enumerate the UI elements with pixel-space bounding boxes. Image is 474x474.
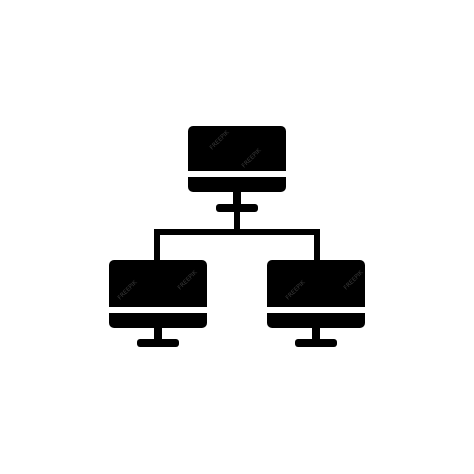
top-monitor-base [216, 204, 258, 212]
bottom-right-monitor-screen-stripe [267, 307, 365, 313]
top-monitor-neck [233, 192, 241, 204]
bottom-right-monitor-neck [312, 328, 320, 340]
top-monitor-screen-stripe [188, 171, 286, 177]
bottom-right-monitor-icon [267, 260, 365, 347]
bottom-left-monitor-neck [154, 328, 162, 340]
horizontal-connector [154, 229, 320, 235]
center-vertical-connector [234, 210, 240, 234]
right-vertical-connector [314, 229, 320, 261]
left-vertical-connector [154, 229, 160, 261]
top-monitor-screen [188, 126, 286, 192]
bottom-left-monitor-base [137, 339, 179, 347]
network-connector-lines [154, 210, 320, 261]
top-monitor-icon [188, 126, 286, 212]
bottom-right-monitor-base [295, 339, 337, 347]
bottom-right-monitor-screen [267, 260, 365, 328]
bottom-left-monitor-icon [109, 260, 207, 347]
bottom-left-monitor-screen-stripe [109, 307, 207, 313]
